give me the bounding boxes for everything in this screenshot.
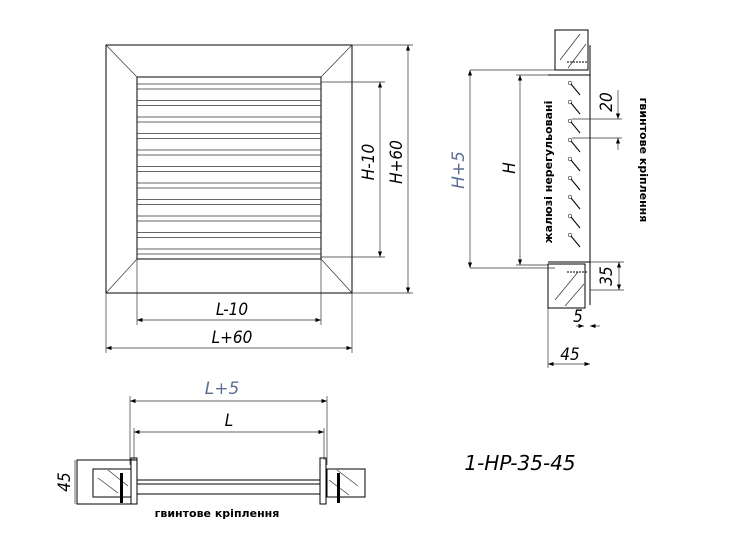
blade-pivot [567,137,573,143]
dim-outer-height: H+60 [387,140,407,184]
louver-slats [137,83,321,255]
blade-pivot [567,156,573,162]
blade-pivot [567,213,573,219]
plan-mount-note: гвинтове кріплення [155,507,280,520]
louver-blade [570,83,581,96]
front-view: H-10 H+60 L-10 L+60 [105,44,413,353]
dim-grille-height: H [500,162,520,174]
louver-blade [570,140,581,153]
blade-pivot [567,118,573,124]
louver-blades-section [567,80,581,248]
plan-view: L+5 L 45 гвинтове кріплення [55,379,366,520]
dim-plan-depth: 45 [55,472,75,491]
louver-blade [570,178,581,191]
dim-flange: 35 [597,266,617,285]
dim-inner-height: H-10 [359,144,379,180]
dim-grille-width: L [225,411,234,431]
dim-inner-width: L-10 [216,300,248,320]
blade-pivot [567,175,573,181]
dim-outer-width: L+60 [212,328,253,348]
model-code: 1-HP-35-45 [464,451,575,475]
dim-side-depth: 45 [560,345,579,365]
dim-pitch: 20 [597,92,617,111]
dim-gap: 5 [573,307,583,327]
louver-blade [570,197,581,210]
side-mount-note: гвинтове кріплення [637,98,650,223]
louver-note: жалюзі нерегульовані [542,101,555,244]
side-view: H+5 H жалюзі нерегульовані 20 гвинтове к… [449,29,650,368]
louver-blade [570,102,581,115]
blade-pivot [567,194,573,200]
dim-opening-width: L+5 [205,379,240,399]
louver-blade [570,121,581,134]
blade-pivot [567,232,573,238]
louver-blade [570,159,581,172]
blade-pivot [567,80,573,86]
louver-blade [570,235,581,248]
louver-blade [570,216,581,229]
blade-pivot [567,99,573,105]
dim-opening-height: H+5 [449,151,469,189]
